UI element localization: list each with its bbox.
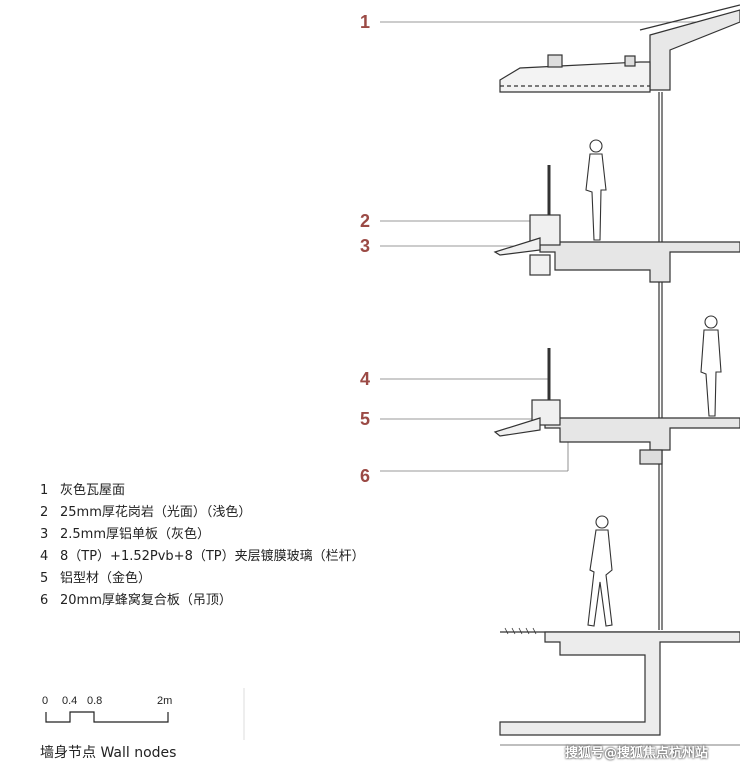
scale-tick-0: 0 <box>42 695 49 707</box>
callout-6: 6 <box>360 466 371 486</box>
person-ground-floor <box>587 515 613 627</box>
callout-3: 3 <box>360 236 371 256</box>
ground-hatch <box>504 627 537 635</box>
legend-text: 灰色瓦屋面 <box>60 483 126 498</box>
person-upper-floor <box>585 139 607 241</box>
legend-number: 6 <box>40 593 49 608</box>
legend-text: 铝型材（金色） <box>60 571 152 586</box>
legend-number: 1 <box>40 483 49 498</box>
drawing-caption: 墙身节点 Wall nodes <box>40 745 177 761</box>
legend-item: 1 灰色瓦屋面 <box>40 480 365 502</box>
legend-number: 4 <box>40 549 49 564</box>
legend-text: 8（TP）+1.52Pvb+8（TP）夹层镀膜玻璃（栏杆） <box>60 549 365 564</box>
legend-item: 5 铝型材（金色） <box>40 568 365 590</box>
scale-tick-0-4: 0.4 <box>62 695 78 707</box>
legend-number: 2 <box>40 505 49 520</box>
human-figures <box>585 139 722 627</box>
foundation <box>499 627 740 746</box>
callout-2: 2 <box>360 211 371 231</box>
legend-text: 2.5mm厚铝单板（灰色） <box>60 527 211 542</box>
roof <box>499 4 740 93</box>
legend-text: 25mm厚花岗岩（光面）（浅色） <box>60 505 252 520</box>
legend-item: 2 25mm厚花岗岩（光面）（浅色） <box>40 502 365 524</box>
legend-text: 20mm厚蜂窝复合板（吊顶） <box>60 593 232 608</box>
legend-number: 5 <box>40 571 49 586</box>
legend-item: 3 2.5mm厚铝单板（灰色） <box>40 524 365 546</box>
floor-slab-middle <box>493 348 740 465</box>
scale-tick-0-8: 0.8 <box>87 695 103 707</box>
legend-item: 6 20mm厚蜂窝复合板（吊顶） <box>40 590 365 612</box>
person-middle-floor <box>700 315 722 417</box>
scale-tick-2m: 2m <box>157 695 173 707</box>
leader-lines <box>380 21 735 472</box>
legend-item: 4 8（TP）+1.52Pvb+8（TP）夹层镀膜玻璃（栏杆） <box>40 546 365 568</box>
callout-5: 5 <box>360 409 371 429</box>
legend-number: 3 <box>40 527 49 542</box>
watermark: 搜狐号@搜狐焦点杭州站 <box>565 746 709 761</box>
callout-4: 4 <box>360 369 371 389</box>
floor-slab-upper <box>493 165 740 283</box>
scale-bar <box>45 711 169 723</box>
callout-1: 1 <box>360 12 371 32</box>
curtain-wall <box>658 92 663 630</box>
